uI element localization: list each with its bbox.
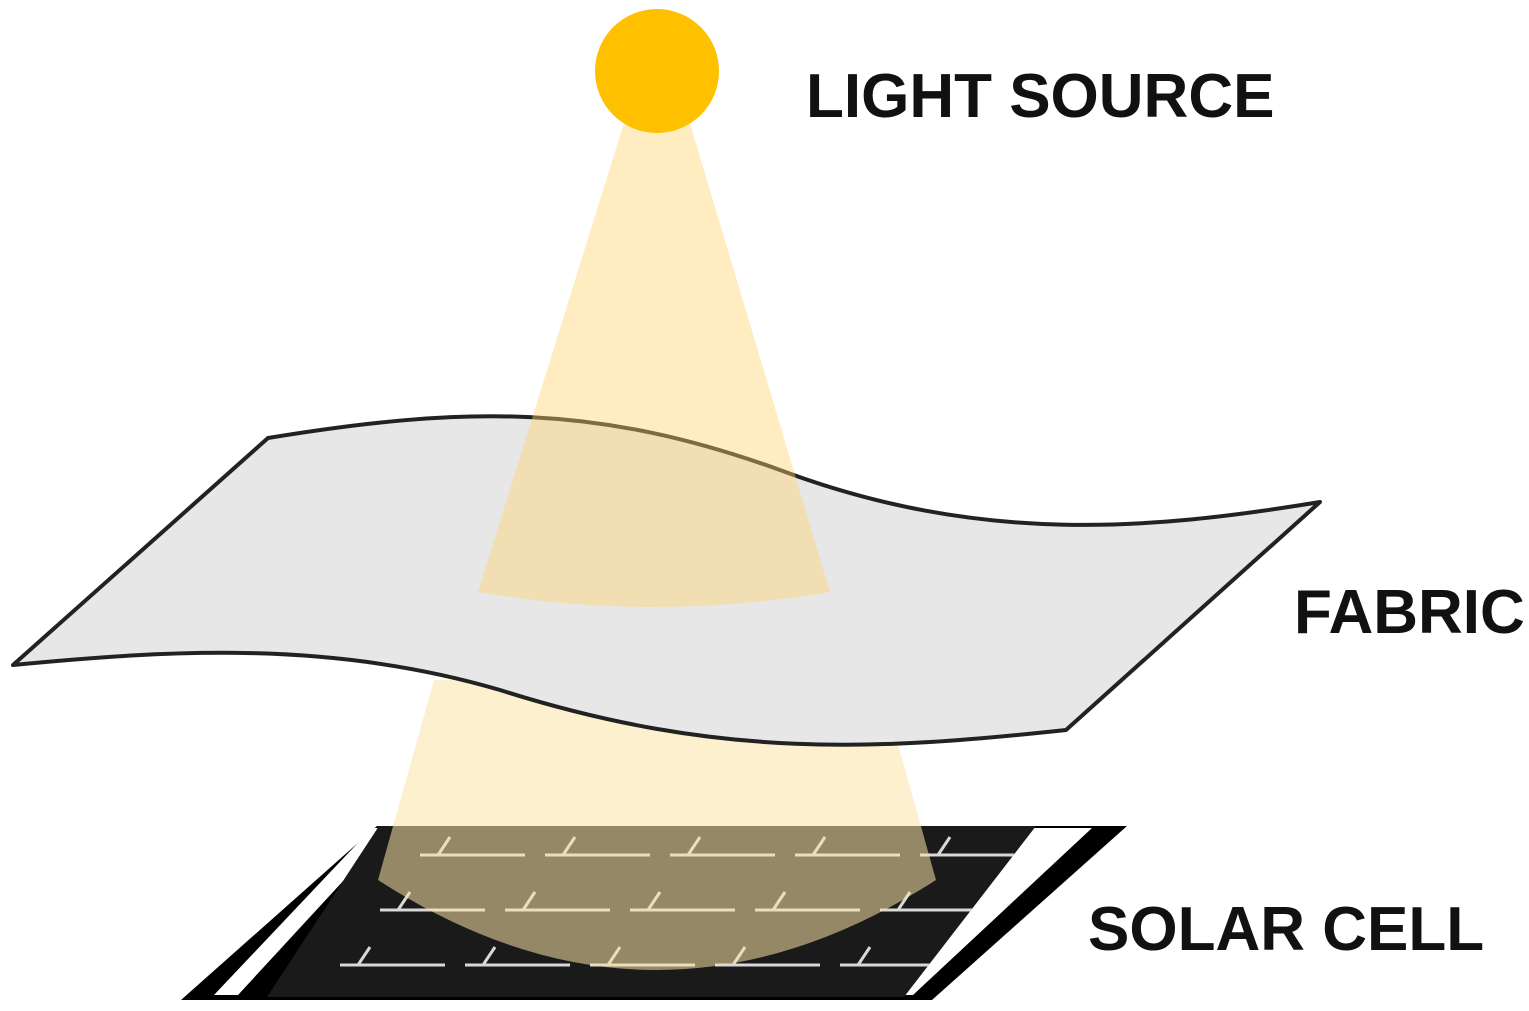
light-beam-upper: [478, 110, 830, 607]
light-beam-lower: [378, 680, 936, 970]
solar-cell-left-busbar: [214, 828, 392, 995]
finger-tick: [356, 946, 372, 966]
finger-tick: [481, 946, 497, 966]
finger-tick: [856, 946, 872, 966]
finger-tick: [936, 836, 952, 856]
fabric-sheet: [11, 414, 1322, 747]
light-source-label: LIGHT SOURCE: [806, 62, 1274, 131]
fabric-label: FABRIC: [1294, 578, 1525, 647]
solar-cell-label: SOLAR CELL: [1088, 895, 1484, 964]
sun-icon: [595, 9, 719, 133]
